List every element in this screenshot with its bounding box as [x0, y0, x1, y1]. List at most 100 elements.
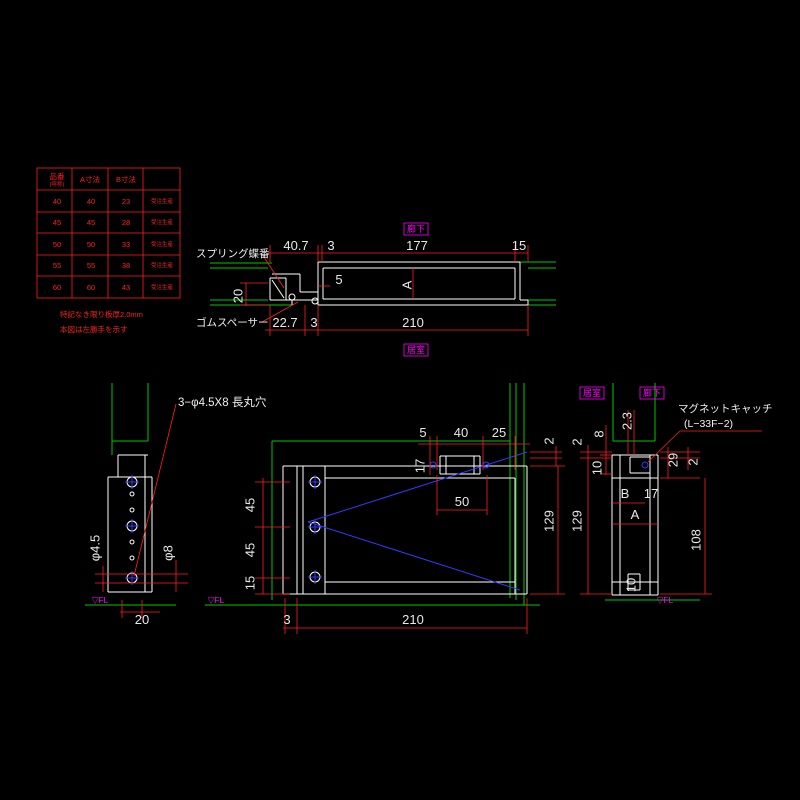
dim-front-height: 129 — [541, 510, 556, 532]
cell-a-dim: 55 — [87, 261, 95, 270]
small-hole — [129, 539, 135, 545]
section-view — [580, 383, 762, 601]
cell-b-dim: 33 — [122, 240, 130, 249]
header-part-no-sub: (呼称) — [50, 180, 65, 188]
dim-side-width: 20 — [135, 612, 149, 627]
dim-hole-pitch: 15 — [242, 576, 257, 590]
dim-section-b: B — [621, 486, 630, 501]
cell-note: 受注生産 — [151, 261, 174, 269]
table-row: 60 60 43 受注生産 — [53, 283, 174, 292]
dim-plan-bottom: 3 — [310, 315, 317, 330]
dim-hole-pitch: 45 — [242, 498, 257, 512]
leader-line — [133, 403, 177, 577]
rubber-spacer — [288, 293, 296, 301]
floor-level-mark: ▽FL — [92, 595, 109, 605]
dim-hole-diameter: φ4.5 — [87, 535, 102, 562]
dim-plan-top: 177 — [406, 238, 428, 253]
cell-b-dim: 43 — [122, 283, 130, 292]
floor-level-mark: ▽FL — [657, 595, 674, 605]
table-row: 40 40 23 受注生産 — [53, 197, 174, 206]
dim-catch-pitch: 50 — [455, 494, 469, 509]
dim-section-height: 129 — [569, 510, 584, 532]
leader-line — [261, 301, 299, 323]
cell-note: 受注生産 — [151, 218, 174, 226]
dim-front-top: 40 — [454, 425, 468, 440]
cell-a-dim: 50 — [87, 240, 95, 249]
cell-b-dim: 23 — [122, 197, 130, 206]
catch-screw — [429, 461, 437, 469]
dim-section-gap: 2 — [569, 438, 584, 445]
cell-part-no: 60 — [53, 283, 61, 292]
table-row: 50 50 33 受注生産 — [53, 240, 174, 249]
magnet-catch-label: マグネットキャッチ — [678, 402, 773, 415]
corridor-label-box — [403, 222, 429, 236]
plan-corridor-label: 廊下 — [407, 223, 425, 234]
plan-view — [210, 245, 556, 336]
small-hole — [129, 507, 135, 513]
spring-hinge-label: スプリング蝶番 — [196, 247, 270, 260]
leader-line — [647, 430, 681, 463]
cell-part-no: 50 — [53, 240, 61, 249]
dim-plan-top: 15 — [512, 238, 526, 253]
dim-front-top: 5 — [419, 425, 426, 440]
dim-catch-depth: 29 — [665, 453, 680, 467]
dim-section-inner-height: 108 — [688, 529, 703, 551]
dim-hole-pitch: 45 — [242, 543, 257, 557]
note-left-hand: 本図は左勝手を示す — [60, 324, 128, 334]
leader-line — [261, 253, 285, 289]
dim-front-offset: 3 — [283, 612, 290, 627]
dim-plan-bottom: 210 — [402, 315, 424, 330]
dim-plan-height: 20 — [230, 289, 245, 303]
dim-plan-bottom: 22.7 — [272, 315, 297, 330]
small-hole — [129, 491, 135, 497]
spec-table: 品番 (呼称) A寸法 B寸法 40 40 23 受注生産 45 45 28 受… — [36, 167, 181, 299]
section-room-label: 居室 — [583, 387, 601, 398]
table-row: 55 55 38 受注生産 — [53, 261, 174, 270]
section-corridor-label: 廊下 — [643, 387, 661, 398]
room-label-box — [579, 386, 605, 400]
header-b-dim: B寸法 — [116, 174, 137, 184]
cell-a-dim: 60 — [87, 283, 95, 292]
dim-section-bottom: 10 — [623, 578, 638, 592]
dim-section-b-value: 17 — [644, 486, 658, 501]
cell-a-dim: 40 — [87, 197, 95, 206]
hole-note: 3−φ4.5X8 長丸穴 — [178, 395, 267, 409]
cell-part-no: 40 — [53, 197, 61, 206]
dim-plan-top: 3 — [327, 238, 334, 253]
screw — [311, 297, 319, 305]
dim-front-top: 25 — [492, 425, 506, 440]
plan-room-label: 居室 — [407, 344, 425, 355]
cell-note: 受注生産 — [151, 197, 174, 205]
dim-section-top-offset: 8 — [591, 430, 606, 437]
dim-plan-offset: 5 — [335, 272, 342, 287]
dim-catch-gap: 2 — [685, 458, 700, 465]
cell-note: 受注生産 — [151, 283, 174, 291]
cell-part-no: 55 — [53, 261, 61, 270]
opening-guide-line — [307, 451, 528, 523]
header-a-dim: A寸法 — [80, 174, 101, 184]
cell-a-dim: 45 — [87, 218, 95, 227]
table-row: 45 45 28 受注生産 — [53, 218, 174, 227]
dim-catch-offset: 10 — [589, 461, 604, 475]
note-plate-thickness: 特記なき限り板厚2.0mm — [60, 309, 143, 319]
dim-section-lip: 2.3 — [619, 412, 634, 430]
dim-section-a: A — [631, 507, 640, 522]
rubber-spacer-label: ゴムスペーサー — [196, 316, 269, 329]
dim-plan-top: 40.7 — [283, 238, 308, 253]
dim-front-width: 210 — [402, 612, 424, 627]
dim-plan-a: A — [399, 280, 414, 289]
cell-b-dim: 38 — [122, 261, 130, 270]
magnet-catch-model: (L−33F−2) — [684, 418, 733, 430]
dim-catch-height: 17 — [412, 459, 427, 473]
cell-part-no: 45 — [53, 218, 61, 227]
dim-head-diameter: φ8 — [160, 545, 175, 561]
spring-hinge — [271, 279, 285, 299]
front-view — [205, 383, 565, 634]
corridor-label-box — [639, 386, 665, 400]
catch-screw — [641, 461, 649, 469]
side-view — [85, 383, 188, 618]
opening-guide-line — [307, 521, 521, 591]
dim-front-gap: 2 — [541, 437, 556, 444]
header-part-no: 品番 — [50, 171, 65, 181]
